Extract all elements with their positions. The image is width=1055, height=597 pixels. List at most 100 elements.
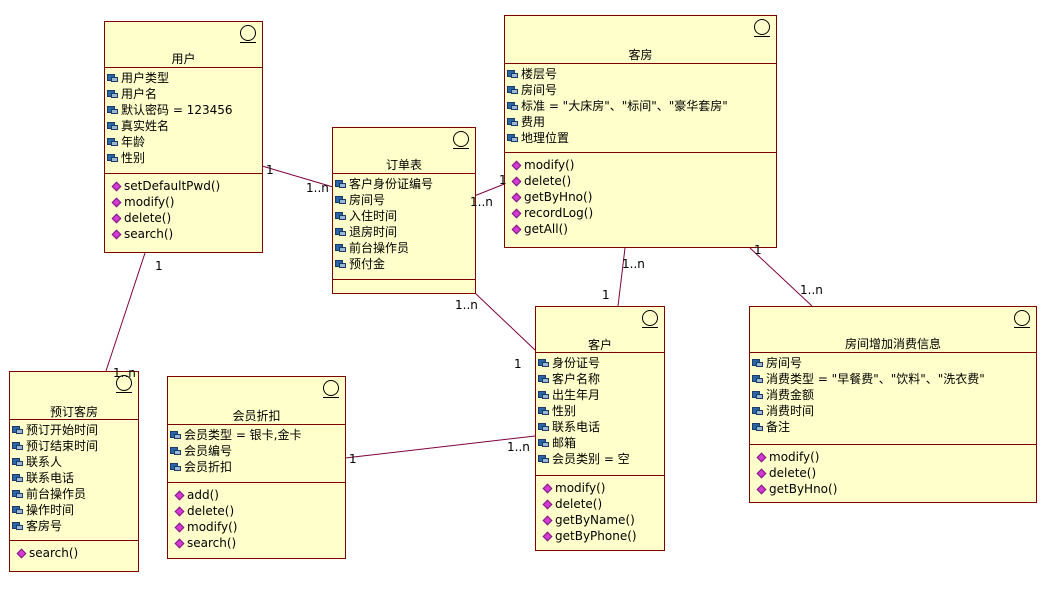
- attribute-row[interactable]: 性别: [538, 403, 664, 419]
- operation-text: getByPhone(): [555, 529, 637, 543]
- attribute-row[interactable]: 费用: [507, 114, 776, 130]
- class-name: 预订客房: [49, 405, 98, 419]
- attribute-row[interactable]: 前台操作员: [335, 240, 475, 256]
- operation-row[interactable]: recordLog(): [511, 205, 776, 221]
- operation-row[interactable]: delete(): [756, 465, 1036, 481]
- operation-row[interactable]: modify(): [756, 449, 1036, 465]
- class-order[interactable]: 订单表 客户身份证编号房间号入住时间退房时间前台操作员预付金: [332, 127, 476, 294]
- attribute-row[interactable]: 用户名: [107, 86, 262, 102]
- attribute-row[interactable]: 客户身份证编号: [335, 176, 475, 192]
- class-name: 房间增加消费信息: [844, 337, 941, 351]
- attribute-row[interactable]: 联系人: [12, 454, 138, 470]
- attribute-icon: [107, 73, 119, 83]
- attribute-row[interactable]: 联系电话: [538, 419, 664, 435]
- attribute-row[interactable]: 出生年月: [538, 387, 664, 403]
- attribute-row[interactable]: 标准 = "大床房"、"标间"、"豪华套房": [507, 98, 776, 114]
- attribute-row[interactable]: 房间号: [507, 82, 776, 98]
- attribute-row[interactable]: 操作时间: [12, 502, 138, 518]
- attribute-row[interactable]: 前台操作员: [12, 486, 138, 502]
- attribute-list: 客户身份证编号房间号入住时间退房时间前台操作员预付金: [333, 174, 475, 280]
- operation-text: modify(): [124, 195, 175, 209]
- attribute-row[interactable]: 默认密码 = 123456: [107, 102, 262, 118]
- operation-row[interactable]: getAll(): [511, 221, 776, 237]
- operation-row[interactable]: delete(): [511, 173, 776, 189]
- attribute-row[interactable]: 会员类别 = 空: [538, 451, 664, 467]
- attribute-row[interactable]: 真实姓名: [107, 118, 262, 134]
- attribute-icon: [507, 85, 519, 95]
- attribute-row[interactable]: 年龄: [107, 134, 262, 150]
- attribute-row[interactable]: 消费金额: [752, 387, 1036, 403]
- operation-row[interactable]: search(): [174, 535, 345, 551]
- multiplicity-label: 1..n: [622, 257, 645, 271]
- attribute-row[interactable]: 客房号: [12, 518, 138, 534]
- operation-list: modify()delete()getByHno(): [750, 445, 1036, 497]
- attribute-icon: [538, 374, 550, 384]
- attribute-row[interactable]: 客户名称: [538, 371, 664, 387]
- attribute-icon: [12, 489, 24, 499]
- operation-row[interactable]: getByName(): [542, 512, 664, 528]
- operation-row[interactable]: setDefaultPwd(): [111, 178, 262, 194]
- attribute-row[interactable]: 邮箱: [538, 435, 664, 451]
- attribute-icon: [752, 422, 764, 432]
- operation-text: add(): [187, 488, 219, 502]
- attribute-row[interactable]: 消费时间: [752, 403, 1036, 419]
- attribute-row[interactable]: 预付金: [335, 256, 475, 272]
- operation-row[interactable]: search(): [111, 226, 262, 242]
- attribute-row[interactable]: 房间号: [752, 355, 1036, 371]
- attribute-text: 房间号: [766, 356, 803, 370]
- attribute-row[interactable]: 会员类型 = 银卡,金卡: [170, 427, 345, 443]
- attribute-row[interactable]: 预订开始时间: [12, 422, 138, 438]
- operation-row[interactable]: delete(): [111, 210, 262, 226]
- attribute-row[interactable]: 备注: [752, 419, 1036, 435]
- association-room-extra: [749, 247, 813, 307]
- attribute-text: 性别: [552, 404, 577, 418]
- attribute-icon: [752, 390, 764, 400]
- attribute-text: 会员类别 = 空: [552, 452, 630, 466]
- operation-row[interactable]: add(): [174, 487, 345, 503]
- operation-text: modify(): [524, 158, 575, 172]
- attribute-row[interactable]: 房间号: [335, 192, 475, 208]
- attribute-list: 会员类型 = 银卡,金卡会员编号会员折扣: [168, 425, 345, 483]
- operation-text: delete(): [187, 504, 235, 518]
- operation-row[interactable]: modify(): [542, 480, 664, 496]
- class-customer[interactable]: 客户 身份证号客户名称出生年月性别联系电话邮箱会员类别 = 空 modify()…: [535, 306, 665, 551]
- association-user-order: [261, 165, 334, 188]
- operation-row[interactable]: modify(): [174, 519, 345, 535]
- attribute-icon: [170, 462, 182, 472]
- attribute-list: 预订开始时间预订结束时间联系人联系电话前台操作员操作时间客房号: [10, 420, 138, 541]
- attribute-row[interactable]: 地理位置: [507, 130, 776, 146]
- attribute-row[interactable]: 会员编号: [170, 443, 345, 459]
- operation-row[interactable]: modify(): [511, 157, 776, 173]
- attribute-row[interactable]: 会员折扣: [170, 459, 345, 475]
- entity-icon: [453, 131, 469, 149]
- operation-text: delete(): [124, 211, 172, 225]
- operation-row[interactable]: getByHno(): [511, 189, 776, 205]
- attribute-row[interactable]: 性别: [107, 150, 262, 166]
- operation-text: recordLog(): [524, 206, 594, 220]
- operation-row[interactable]: getByPhone(): [542, 528, 664, 544]
- class-member[interactable]: 会员折扣 会员类型 = 银卡,金卡会员编号会员折扣 add() delete()m…: [167, 376, 346, 559]
- attribute-row[interactable]: 联系电话: [12, 470, 138, 486]
- operation-row[interactable]: delete(): [174, 503, 345, 519]
- attribute-row[interactable]: 用户类型: [107, 70, 262, 86]
- attribute-row[interactable]: 预订结束时间: [12, 438, 138, 454]
- multiplicity-label: 1: [754, 243, 762, 257]
- attribute-icon: [538, 406, 550, 416]
- operation-icon: [111, 213, 122, 223]
- attribute-row[interactable]: 楼层号: [507, 66, 776, 82]
- operation-row[interactable]: search(): [16, 545, 138, 561]
- operation-list: add() delete()modify()search(): [168, 483, 345, 551]
- operation-row[interactable]: delete(): [542, 496, 664, 512]
- attribute-row[interactable]: 消费类型 = "早餐费"、"饮料"、"洗衣费": [752, 371, 1036, 387]
- operation-row[interactable]: modify(): [111, 194, 262, 210]
- class-extra[interactable]: 房间增加消费信息 房间号消费类型 = "早餐费"、"饮料"、"洗衣费"消费金额消…: [749, 306, 1037, 503]
- attribute-list: 楼层号房间号标准 = "大床房"、"标间"、"豪华套房"费用地理位置: [505, 64, 776, 153]
- attribute-row[interactable]: 退房时间: [335, 224, 475, 240]
- attribute-row[interactable]: 入住时间: [335, 208, 475, 224]
- class-reserve[interactable]: 预订客房 预订开始时间预订结束时间联系人联系电话前台操作员操作时间客房号 sea…: [9, 371, 139, 572]
- operation-text: getByHno(): [524, 190, 593, 204]
- operation-row[interactable]: getByHno(): [756, 481, 1036, 497]
- class-room[interactable]: 客房 楼层号房间号标准 = "大床房"、"标间"、"豪华套房"费用地理位置 mo…: [504, 15, 777, 248]
- attribute-row[interactable]: 身份证号: [538, 355, 664, 371]
